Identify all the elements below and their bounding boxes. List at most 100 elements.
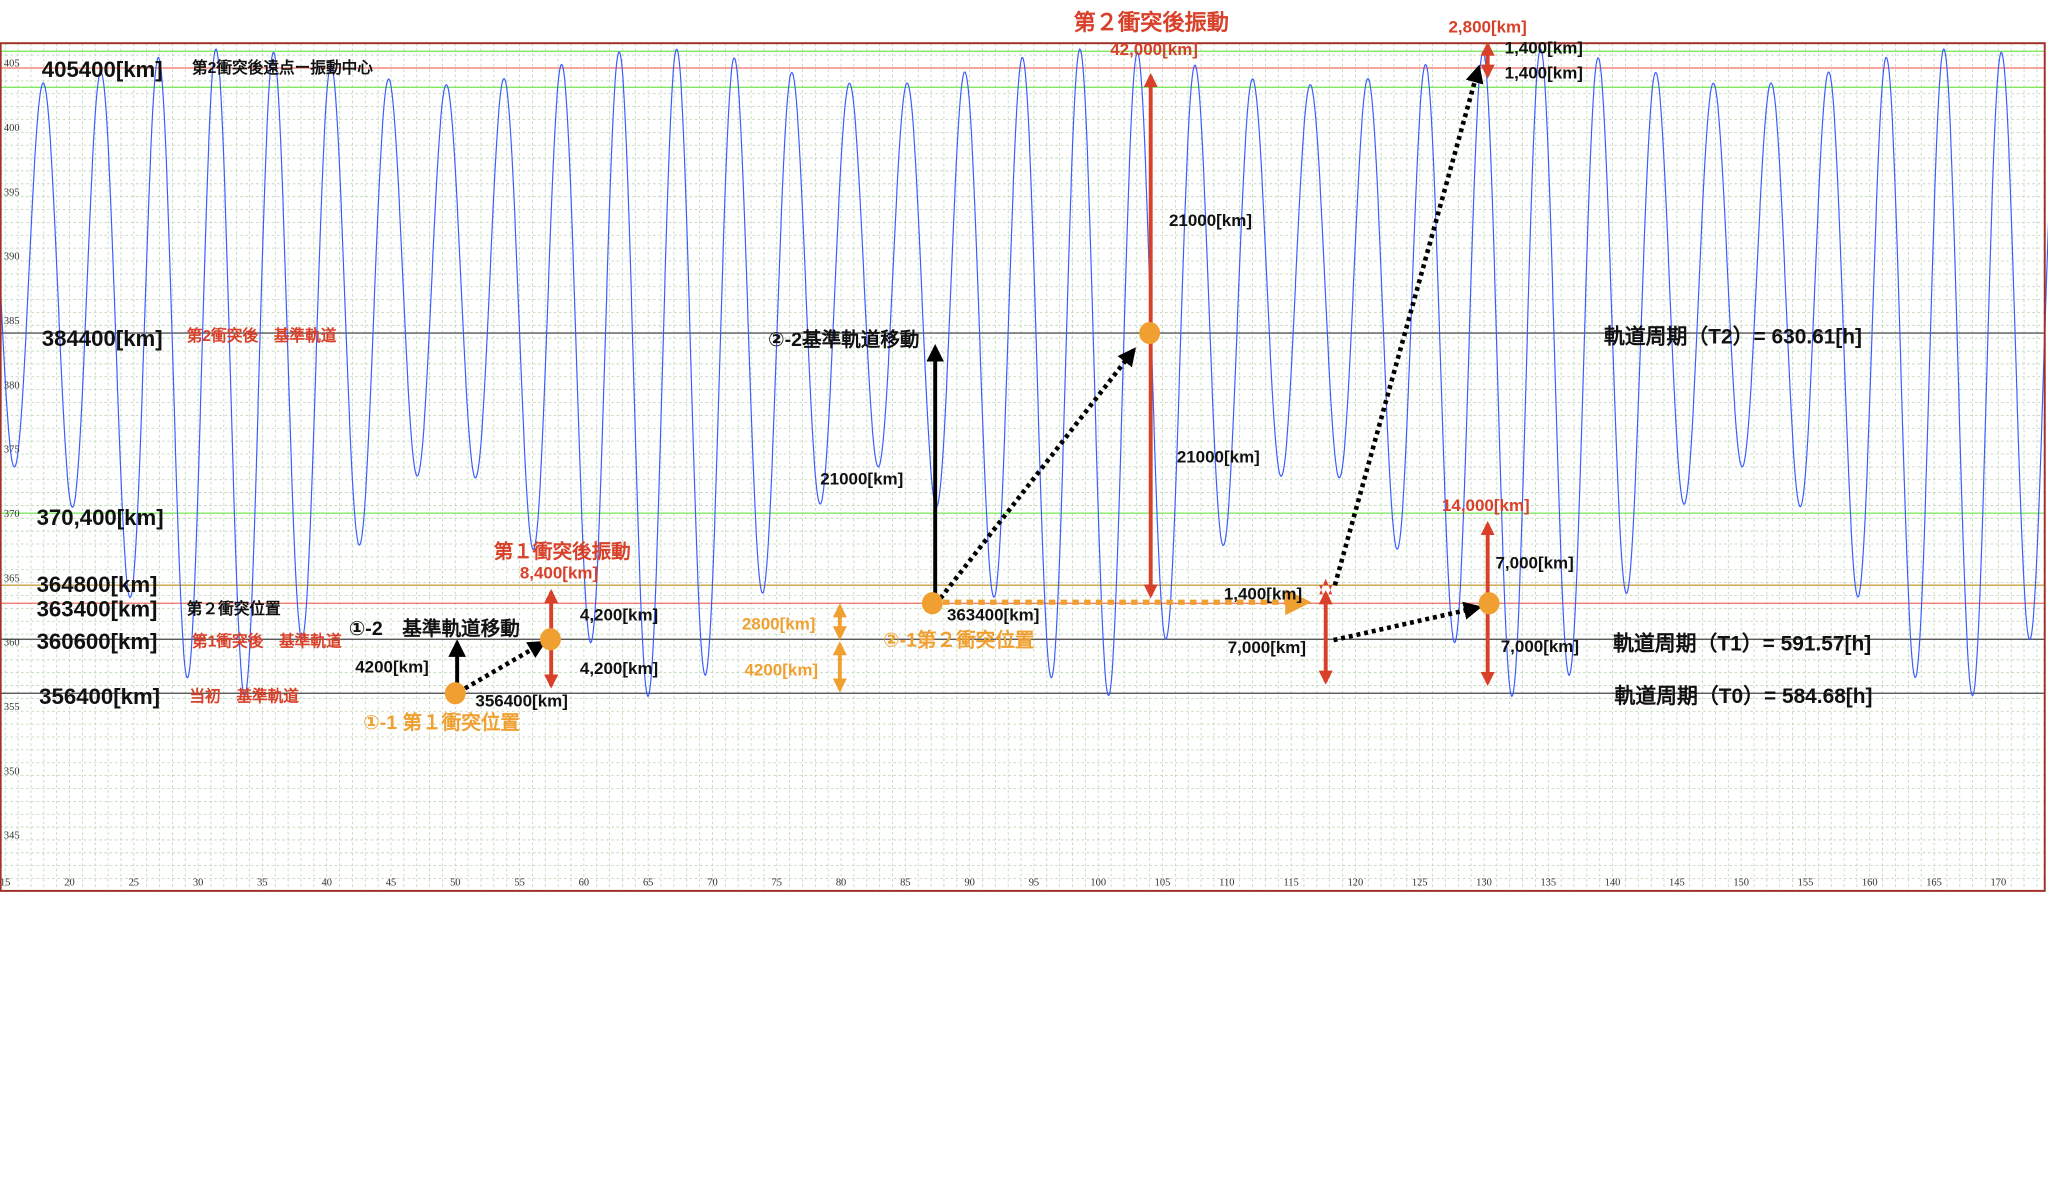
x-tick-label: 70 (707, 878, 717, 889)
x-tick-label: 40 (321, 878, 331, 889)
x-tick-label: 105 (1155, 878, 1171, 889)
c2-move-dist: 21000[km] (820, 470, 903, 489)
label-360600-note: 第1衝突後 基準軌道 (192, 632, 342, 651)
x-tick-label: 110 (1219, 878, 1234, 889)
grid (0, 43, 2046, 892)
y-tick-label: 355 (4, 702, 20, 713)
c1-up: 4,200[km] (580, 606, 658, 625)
x-tick-label: 30 (193, 878, 203, 889)
y-tick-label: 370 (4, 509, 20, 520)
c2-down: 21000[km] (1177, 447, 1260, 466)
x-tick-label: 45 (386, 878, 396, 889)
x-tick-label: 115 (1283, 878, 1298, 889)
label-363400-note: 第２衝突位置 (187, 599, 281, 618)
x-tick-label: 85 (900, 878, 910, 889)
y-tick-label: 360 (4, 638, 20, 649)
top-down: 1,400[km] (1505, 63, 1583, 82)
red-star-marker (1319, 578, 1333, 601)
x-tick-label: 75 (772, 878, 782, 889)
c1-down: 4,200[km] (580, 659, 658, 678)
c2-dotted-arrow (938, 347, 1136, 600)
label-356400: 356400[km] (39, 684, 160, 709)
label-356400-note: 当初 基準軌道 (189, 686, 299, 705)
c1-amp: 8,400[km] (520, 564, 598, 583)
x-tick-label: 135 (1540, 878, 1556, 889)
x-tick-label: 155 (1798, 878, 1814, 889)
y-tick-label: 385 (4, 316, 20, 327)
label-364800: 364800[km] (37, 572, 158, 597)
c2-pos-value: 363400[km] (947, 606, 1039, 625)
after-collision-1-center-dot (539, 628, 561, 651)
y-tick-label: 400 (4, 123, 20, 134)
c2-title: 第２衝突後振動 (1074, 9, 1229, 35)
x-tick-label: 165 (1926, 878, 1942, 889)
top-dotted-arrow (1332, 64, 1484, 586)
period-t0: 軌道周期（T0）= 584.68[h] (1614, 684, 1872, 708)
c2-pos-label: ②-1第２衝突位置 (883, 629, 1034, 652)
label-360600: 360600[km] (37, 629, 158, 654)
collision-1-position-dot (444, 682, 466, 705)
c2-amp: 42,000[km] (1110, 40, 1198, 59)
right-point-dot (1478, 592, 1500, 615)
label-384400: 384400[km] (42, 326, 163, 351)
r2-down: 7,000[km] (1501, 637, 1579, 656)
c2-up: 21000[km] (1169, 211, 1252, 230)
x-tick-label: 150 (1733, 878, 1749, 889)
period-t2: 軌道周期（T2）= 630.61[h] (1604, 325, 1862, 349)
x-tick-label: 130 (1476, 878, 1492, 889)
y-tick-label: 390 (4, 252, 20, 263)
reference-lines (0, 50, 2046, 694)
x-tick-label: 90 (964, 878, 974, 889)
y-tick-label: 395 (4, 187, 20, 198)
x-tick-label: 50 (450, 878, 460, 889)
label-370400: 370,400[km] (37, 505, 164, 530)
collision-2-position-dot (921, 592, 943, 615)
r1-dotted-arrow (1333, 601, 1483, 643)
c2-move-label: ②-2基準軌道移動 (768, 328, 919, 351)
x-tick-label: 125 (1412, 878, 1428, 889)
c1-pos-value: 356400[km] (475, 692, 567, 711)
x-tick-label: 15 (0, 878, 10, 889)
y-tick-label: 365 (4, 573, 20, 584)
x-tick-label: 80 (836, 878, 846, 889)
plot-frame (0, 42, 2046, 892)
x-tick-label: 170 (1991, 878, 2007, 889)
collision-points (444, 321, 1500, 705)
y-tick-label: 380 (4, 380, 20, 391)
r2-up: 7,000[km] (1496, 553, 1574, 572)
period-t1: 軌道周期（T1）= 591.57[h] (1613, 632, 1871, 656)
top-up: 1,400[km] (1505, 39, 1583, 58)
x-tick-label: 140 (1605, 878, 1621, 889)
y-tick-label: 375 (4, 445, 20, 456)
c1-pos-label: ①-1 第１衝突位置 (363, 711, 520, 734)
c1-title: 第１衝突後振動 (494, 540, 631, 563)
r1-1400: 1,400[km] (1224, 585, 1302, 604)
x-tick-label: 160 (1862, 878, 1878, 889)
orange-2800-label: 2800[km] (742, 615, 816, 634)
after-collision-2-center-dot (1139, 321, 1161, 345)
x-tick-label: 60 (579, 878, 589, 889)
label-363400: 363400[km] (37, 597, 158, 622)
label-405400: 405400[km] (42, 57, 163, 82)
x-tick-label: 25 (129, 878, 139, 889)
label-405400-note: 第2衝突後遠点ー振動中心 (192, 58, 373, 77)
y-tick-label: 350 (4, 766, 20, 777)
top-amp: 2,800[km] (1448, 18, 1526, 37)
r2-amp: 14,000[km] (1442, 496, 1530, 515)
r1-7000: 7,000[km] (1228, 638, 1306, 657)
c1-move-dist: 4200[km] (355, 658, 429, 677)
c1-move-label: ①-2 基準軌道移動 (349, 617, 520, 640)
orange-4200-label: 4200[km] (744, 660, 818, 679)
x-tick-label: 55 (514, 878, 524, 889)
y-tick-label: 405 (4, 59, 20, 70)
label-384400-note: 第2衝突後 基準軌道 (187, 326, 337, 345)
wave-series (0, 48, 2048, 698)
wave-line (0, 48, 2048, 698)
x-tick-label: 35 (257, 878, 267, 889)
x-tick-label: 120 (1348, 878, 1364, 889)
x-tick-label: 20 (64, 878, 74, 889)
x-tick-label: 65 (643, 878, 653, 889)
x-tick-label: 145 (1669, 878, 1685, 889)
